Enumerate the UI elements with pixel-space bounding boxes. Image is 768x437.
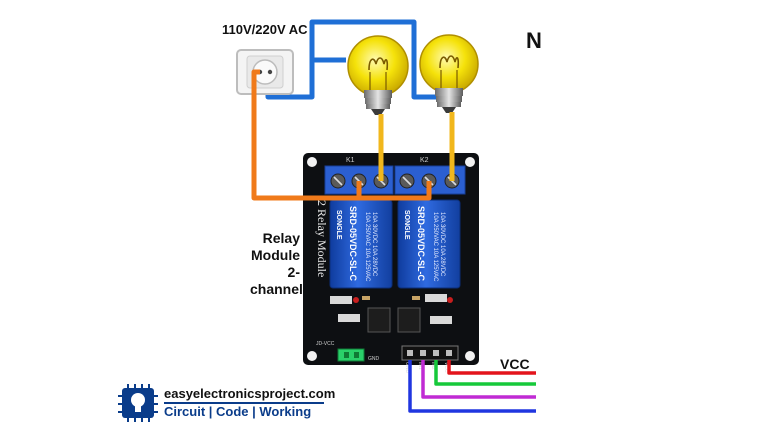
relay-module-board: K1 K2 2 Relay Module (303, 153, 479, 374)
svg-text:IN1: IN1 (417, 362, 423, 370)
light-bulb-icon (419, 34, 479, 113)
relay-label-line: Relay (262, 230, 300, 246)
svg-text:10A 250VAC 10A 125VAC: 10A 250VAC 10A 125VAC (432, 212, 438, 282)
relay-k2: SRD-05VDC-SL-C 10A 250VAC 10A 125VAC 10A… (397, 199, 461, 289)
control-signal-wires (408, 360, 536, 413)
brand-website: easyelectronicsproject.com (164, 386, 336, 401)
svg-text:SONGLE: SONGLE (335, 210, 342, 240)
light-bulb-icon (347, 35, 409, 115)
svg-text:10A 30VDC 10A 28VDC: 10A 30VDC 10A 28VDC (439, 212, 445, 277)
svg-text:GND: GND (404, 362, 410, 374)
relay-k1: SRD-05VDC-SL-C 10A 250VAC 10A 125VAC 10A… (329, 199, 393, 289)
svg-text:VCC: VCC (443, 362, 449, 373)
svg-text:10A 250VAC 10A 125VAC: 10A 250VAC 10A 125VAC (364, 212, 370, 282)
partial-heading-letter: N (526, 28, 542, 53)
svg-text:K2: K2 (420, 157, 429, 164)
svg-text:GND: GND (368, 356, 380, 362)
relay-label-line: Module (251, 247, 300, 263)
ac-supply-label: 110V/220V AC (222, 22, 308, 37)
brand-tagline: Circuit | Code | Working (164, 404, 312, 419)
svg-text:SRD-05VDC-SL-C: SRD-05VDC-SL-C (348, 206, 358, 282)
svg-text:SRD-05VDC-SL-C: SRD-05VDC-SL-C (416, 206, 426, 282)
svg-text:K1: K1 (346, 157, 355, 164)
screw-terminal-block (324, 165, 466, 195)
svg-text:SONGLE: SONGLE (403, 210, 410, 240)
brand-divider (164, 402, 324, 404)
bulb-yellow-wire (378, 112, 455, 181)
svg-text:2 Relay Module: 2 Relay Module (315, 200, 329, 277)
pcb-components (330, 294, 453, 333)
wall-socket-icon (236, 49, 294, 95)
input-pin-header: GND IN1 IN2 VCC (401, 345, 459, 374)
ac-orange-wire (251, 69, 432, 201)
relay-label-line: 2-channel (250, 264, 303, 297)
chip-logo-icon (118, 384, 158, 422)
svg-text:IN2: IN2 (430, 362, 436, 370)
vcc-label: VCC (500, 356, 530, 372)
brand-watermark: easyelectronicsproject.com Circuit | Cod… (118, 384, 335, 424)
ac-blue-wire (265, 19, 440, 100)
jd-vcc-jumper: GND JD-VCC (316, 341, 380, 362)
relay-module-label: Relay Module 2-channel (250, 230, 303, 298)
svg-text:JD-VCC: JD-VCC (316, 341, 335, 347)
svg-text:10A 30VDC 10A 28VDC: 10A 30VDC 10A 28VDC (371, 212, 377, 277)
